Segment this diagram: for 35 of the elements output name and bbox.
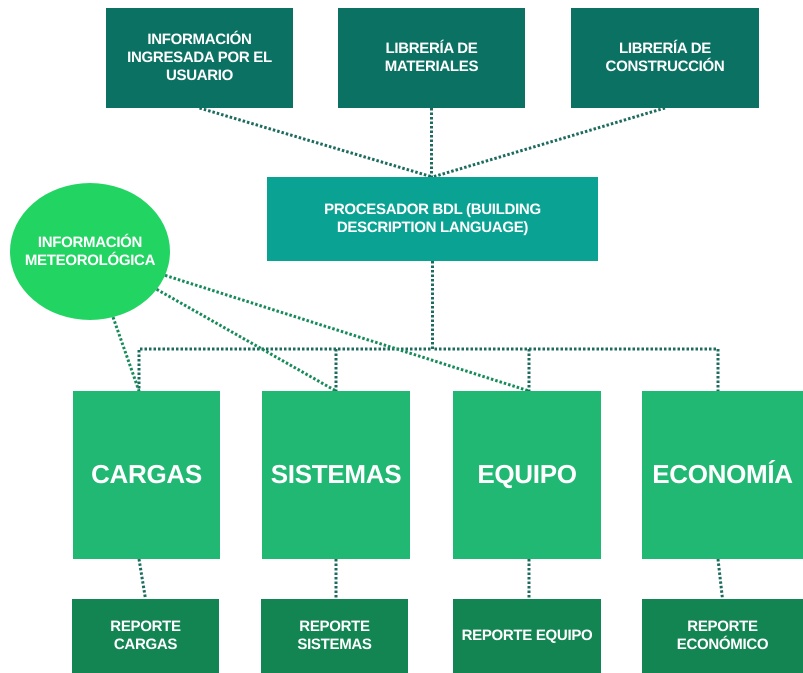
node-label: REPORTE SISTEMAS xyxy=(296,618,373,654)
report-box xyxy=(453,599,601,673)
dotted-connector xyxy=(112,316,140,392)
node-label: INFORMACIÓN INGRESADA POR EL USUARIO xyxy=(126,31,273,85)
module-box xyxy=(262,391,410,559)
node-label: INFORMACIÓN METEOROLÓGICA xyxy=(24,234,156,270)
input-box xyxy=(571,8,759,108)
node-label: PROCESADOR BDL (BUILDING DESCRIPTION LANGUAGE) xyxy=(323,201,542,237)
module-box xyxy=(73,391,220,559)
module-box xyxy=(453,391,601,559)
dotted-connector xyxy=(138,558,147,600)
node-label: LIBRERÍA DE CONSTRUCCIÓN xyxy=(604,40,726,76)
report-box xyxy=(261,599,408,673)
node-label: EQUIPO xyxy=(477,459,577,491)
dotted-connector xyxy=(716,558,724,600)
node-label: REPORTE EQUIPO xyxy=(462,627,592,645)
processor-box xyxy=(267,177,598,261)
dotted-connector xyxy=(334,559,338,599)
input-box xyxy=(338,8,525,108)
node-label: CARGAS xyxy=(91,459,202,491)
report-box xyxy=(72,599,219,673)
dotted-connector xyxy=(432,106,666,178)
node-label: LIBRERÍA DE MATERIALES xyxy=(384,40,480,76)
dotted-connector xyxy=(199,106,433,178)
input-box xyxy=(106,8,293,108)
dotted-connector xyxy=(156,288,337,392)
node-label: REPORTE CARGAS xyxy=(109,618,182,654)
dotted-connector xyxy=(164,274,530,392)
dotted-connector xyxy=(430,108,433,177)
dotted-connector xyxy=(528,559,530,599)
node-label: SISTEMAS xyxy=(270,459,402,491)
node-label: REPORTE ECONÓMICO xyxy=(676,618,770,654)
module-box xyxy=(642,391,803,559)
node-label: ECONOMÍA xyxy=(652,459,793,491)
report-box xyxy=(642,599,803,673)
